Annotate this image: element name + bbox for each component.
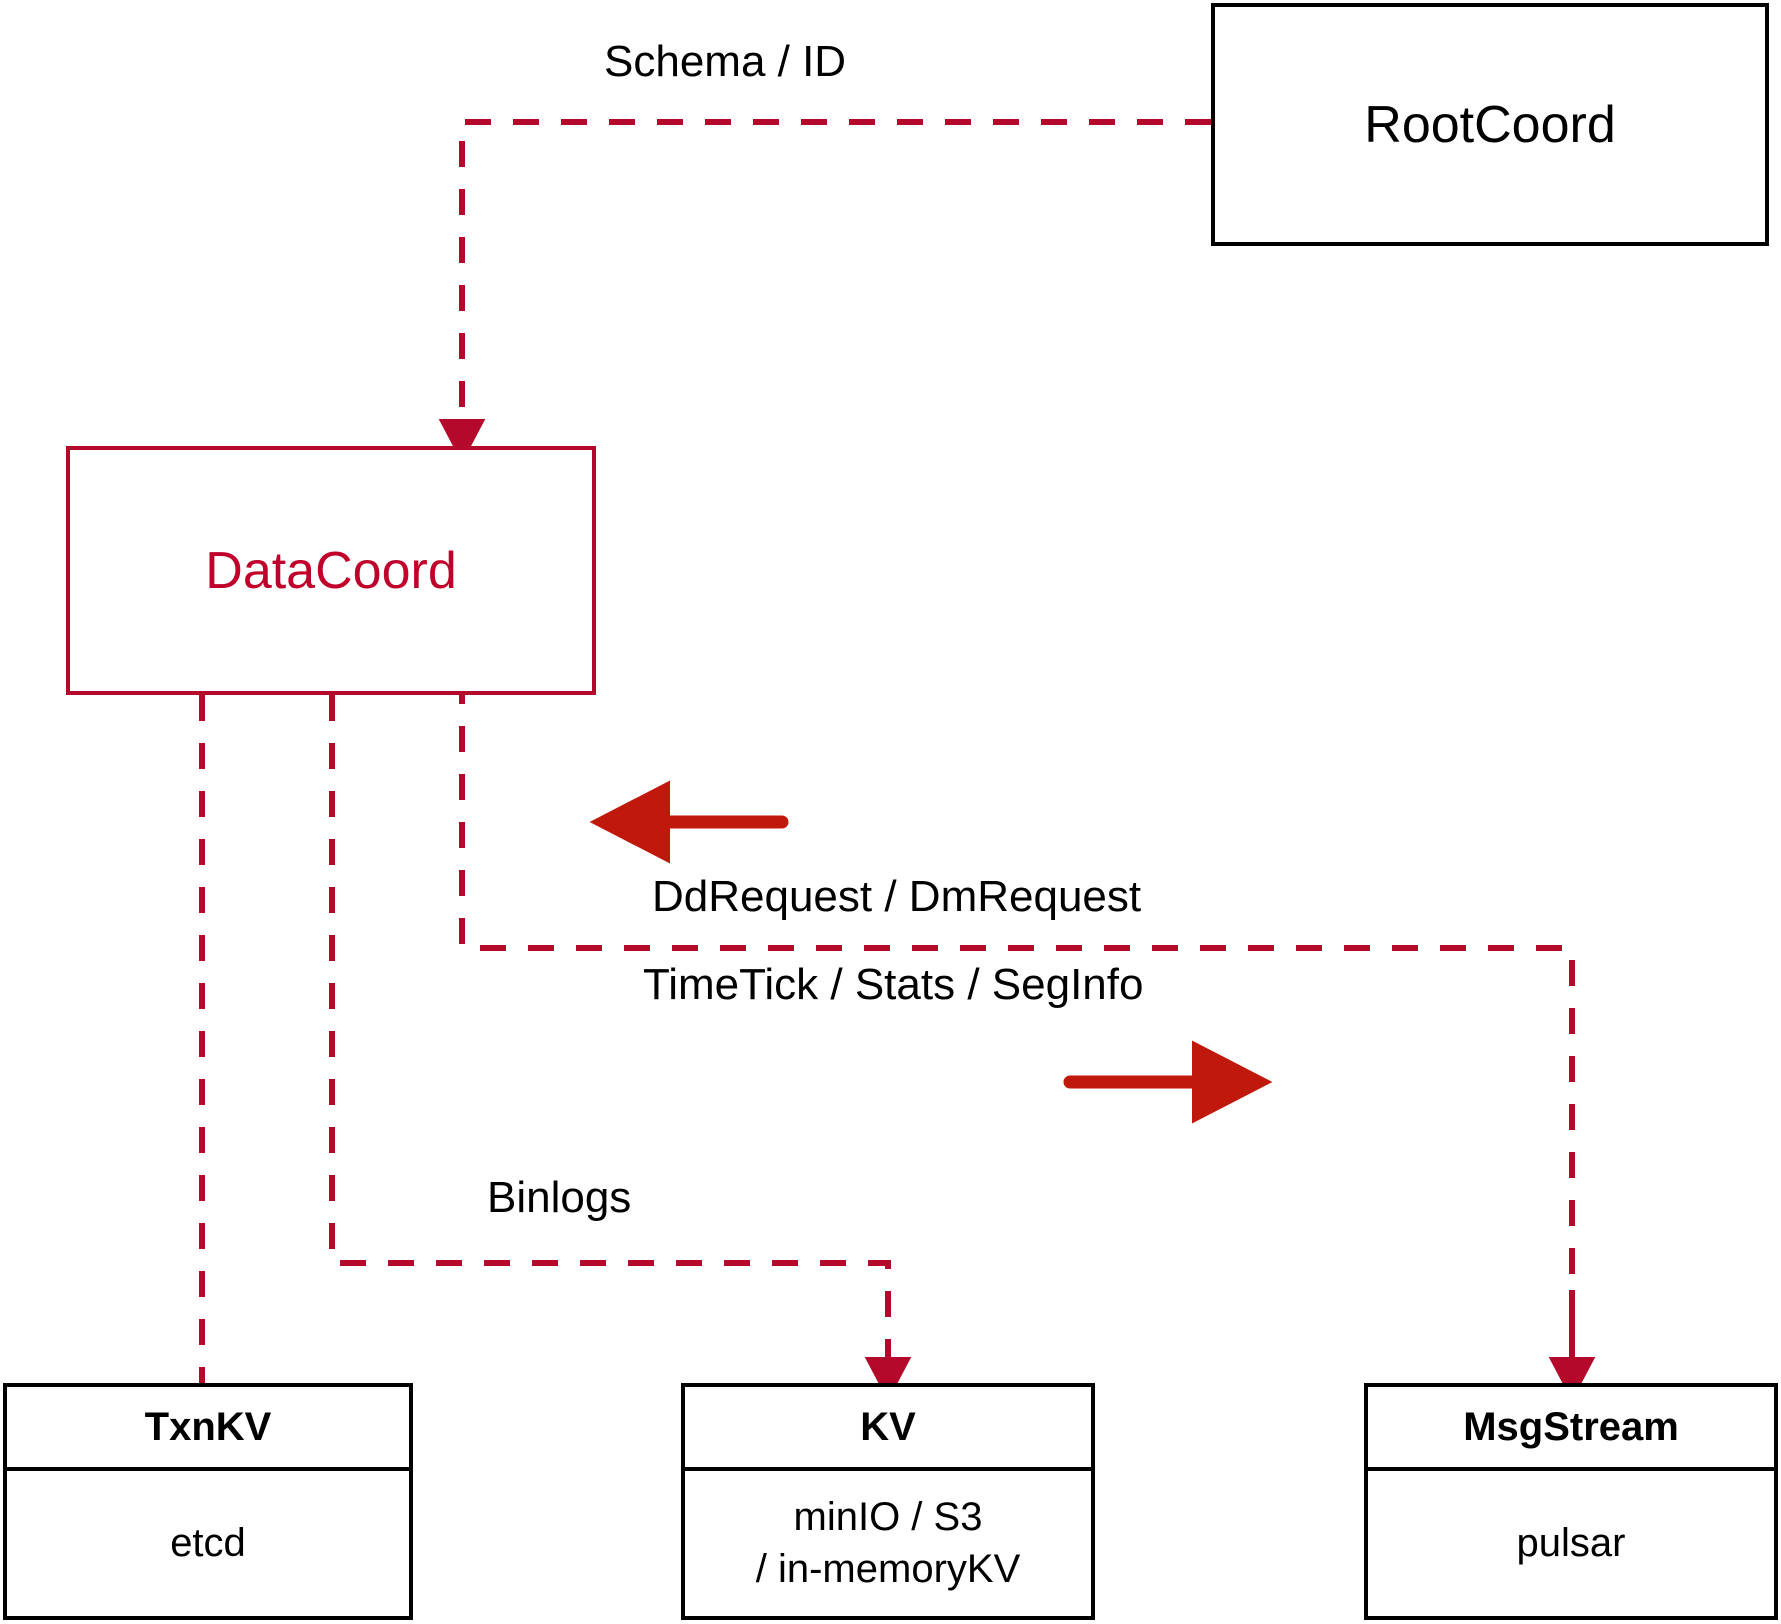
node-msgstream-label: MsgStream bbox=[1463, 1404, 1679, 1449]
node-txnkv-label: TxnKV bbox=[144, 1404, 272, 1449]
node-msgstream-body: pulsar bbox=[1368, 1471, 1774, 1616]
node-txnkv-impl: etcd bbox=[170, 1520, 246, 1565]
node-kv-impl-line1: minIO / S3 bbox=[793, 1495, 983, 1540]
edge-binlogs bbox=[329, 695, 912, 1402]
node-msgstream-impl: pulsar bbox=[1516, 1520, 1626, 1565]
node-txnkv[interactable]: TxnKV etcd bbox=[3, 1383, 413, 1620]
node-kv-label: KV bbox=[860, 1404, 916, 1449]
node-rootcoord-label: RootCoord bbox=[1364, 95, 1616, 154]
edge-label-ddrequest: DdRequest / DmRequest bbox=[652, 872, 1142, 921]
edge-label-timetick: TimeTick / Stats / SegInfo bbox=[643, 960, 1144, 1009]
node-kv[interactable]: KV minIO / S3 / in-memoryKV bbox=[681, 1383, 1095, 1620]
edge-label-binlogs: Binlogs bbox=[487, 1173, 632, 1222]
node-rootcoord[interactable]: RootCoord bbox=[1211, 3, 1769, 246]
node-txnkv-body: etcd bbox=[7, 1471, 409, 1616]
node-kv-impl-line2: / in-memoryKV bbox=[755, 1546, 1021, 1591]
node-msgstream-divider bbox=[1368, 1467, 1774, 1471]
node-datacoord-label: DataCoord bbox=[205, 541, 457, 600]
edge-schema-id bbox=[438, 119, 1211, 464]
node-kv-body: minIO / S3 / in-memoryKV bbox=[685, 1471, 1091, 1616]
node-txnkv-divider bbox=[7, 1467, 409, 1471]
node-datacoord[interactable]: DataCoord bbox=[66, 446, 596, 695]
node-msgstream[interactable]: MsgStream pulsar bbox=[1364, 1383, 1778, 1620]
edge-label-schema-id: Schema / ID bbox=[604, 37, 847, 86]
node-kv-divider bbox=[685, 1467, 1091, 1471]
